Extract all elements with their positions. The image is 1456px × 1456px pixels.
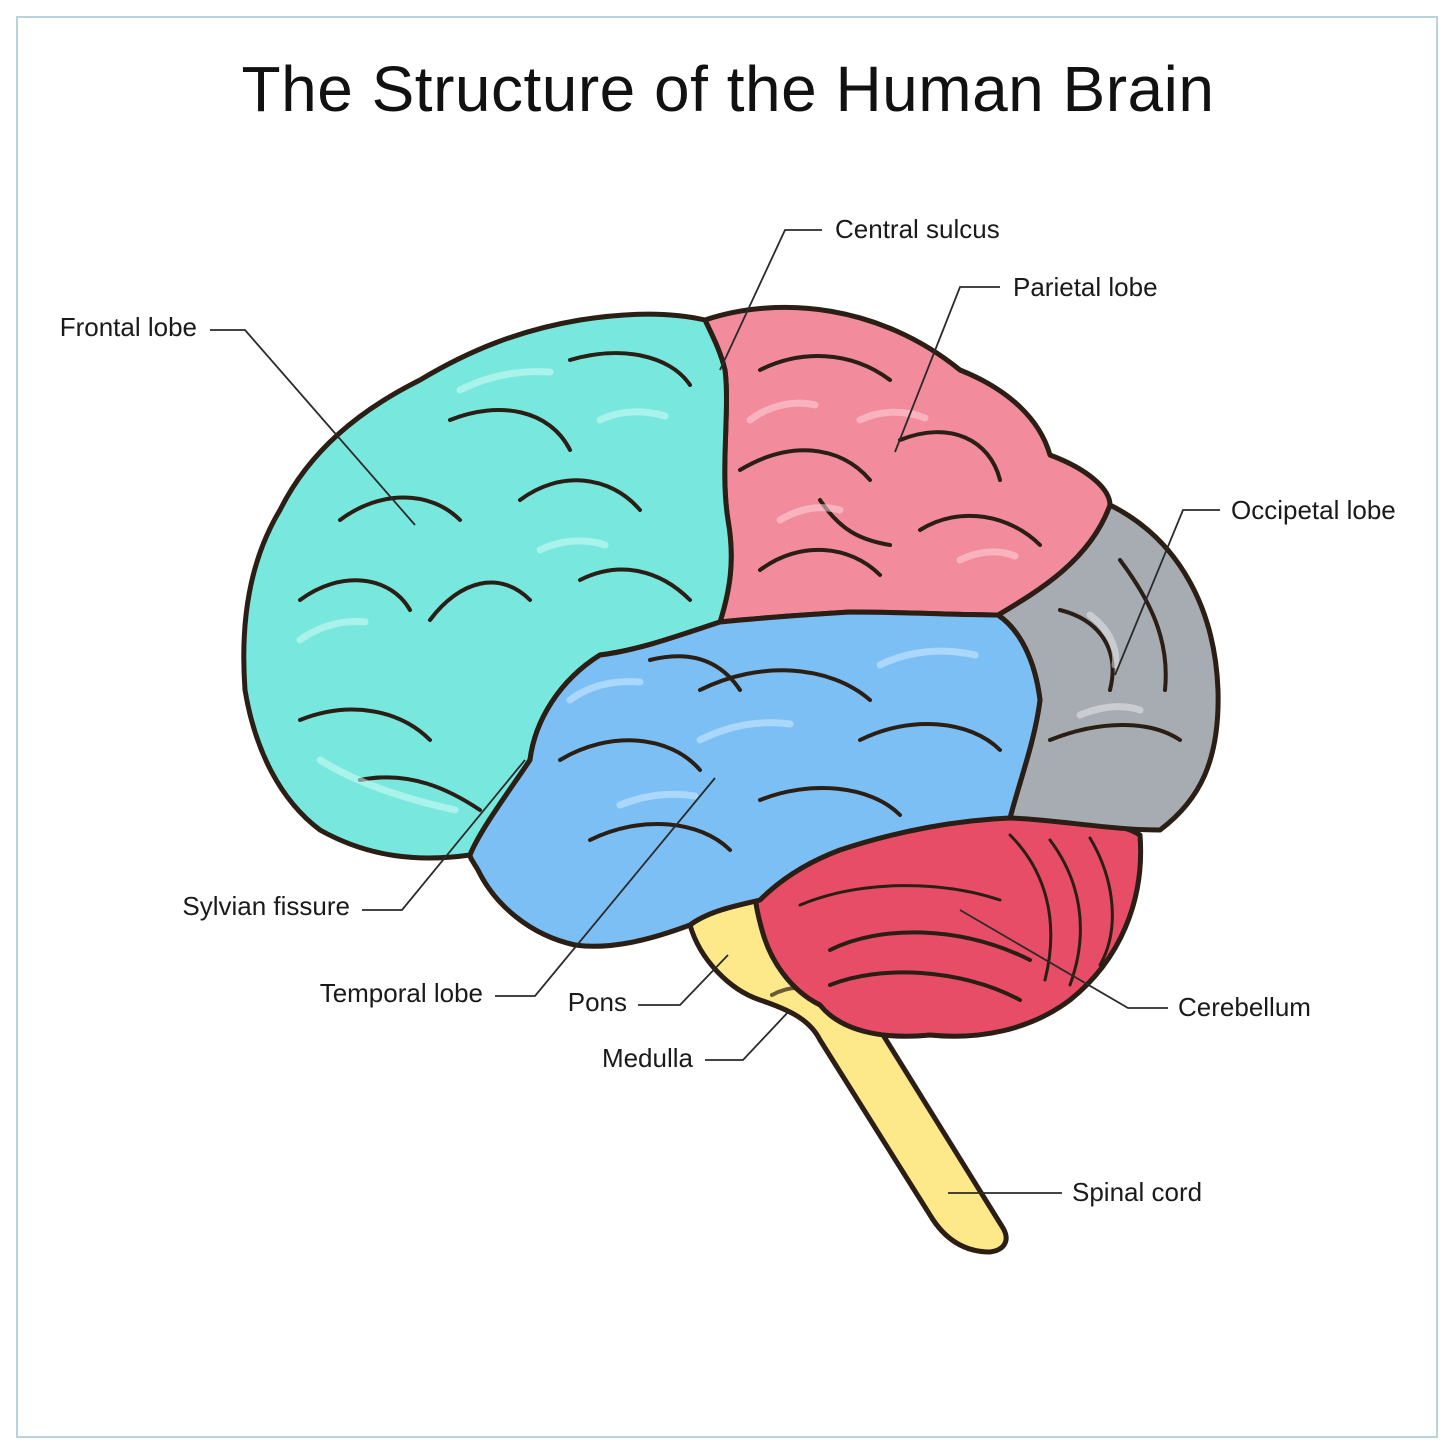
leader-occipital-lobe: [1114, 509, 1220, 676]
cerebellum: [752, 811, 1144, 1039]
label-pons: Pons: [568, 987, 627, 1017]
label-parietal-lobe: Parietal lobe: [1013, 272, 1158, 302]
leader-cerebellum: [959, 909, 1168, 1009]
frontal-lobe: [241, 311, 734, 861]
leader-central-sulcus: [719, 229, 822, 371]
parietal-lobe-shape: [702, 304, 1113, 625]
leader-pons: [638, 954, 729, 1006]
label-frontal-lobe: Frontal lobe: [60, 312, 197, 342]
leader-sylvian-fissure: [362, 759, 526, 911]
occipital-lobe: [995, 502, 1221, 833]
temporal-lobe-shape: [467, 609, 1043, 949]
label-central-sulcus: Central sulcus: [835, 214, 1000, 244]
leader-frontal-lobe: [210, 329, 416, 526]
label-medulla: Medulla: [602, 1043, 694, 1073]
leader-temporal-lobe: [495, 777, 716, 997]
parietal-lobe: [702, 304, 1113, 625]
label-spinal-cord: Spinal cord: [1072, 1177, 1202, 1207]
diagram-frame: [16, 16, 1438, 1438]
label-occipital-lobe: Occipetal lobe: [1231, 495, 1396, 525]
diagram-title: The Structure of the Human Brain: [241, 53, 1215, 125]
leader-lines: [210, 229, 1220, 1194]
label-sylvian-fissure: Sylvian fissure: [182, 891, 350, 921]
label-cerebellum: Cerebellum: [1178, 992, 1311, 1022]
leader-parietal-lobe: [894, 286, 1000, 453]
labels: Frontal lobe Central sulcus Parietal lob…: [60, 214, 1396, 1207]
label-temporal-lobe: Temporal lobe: [320, 978, 483, 1008]
frontal-lobe-shape: [241, 311, 734, 861]
leader-medulla: [705, 1009, 791, 1061]
temporal-lobe: [467, 609, 1043, 949]
